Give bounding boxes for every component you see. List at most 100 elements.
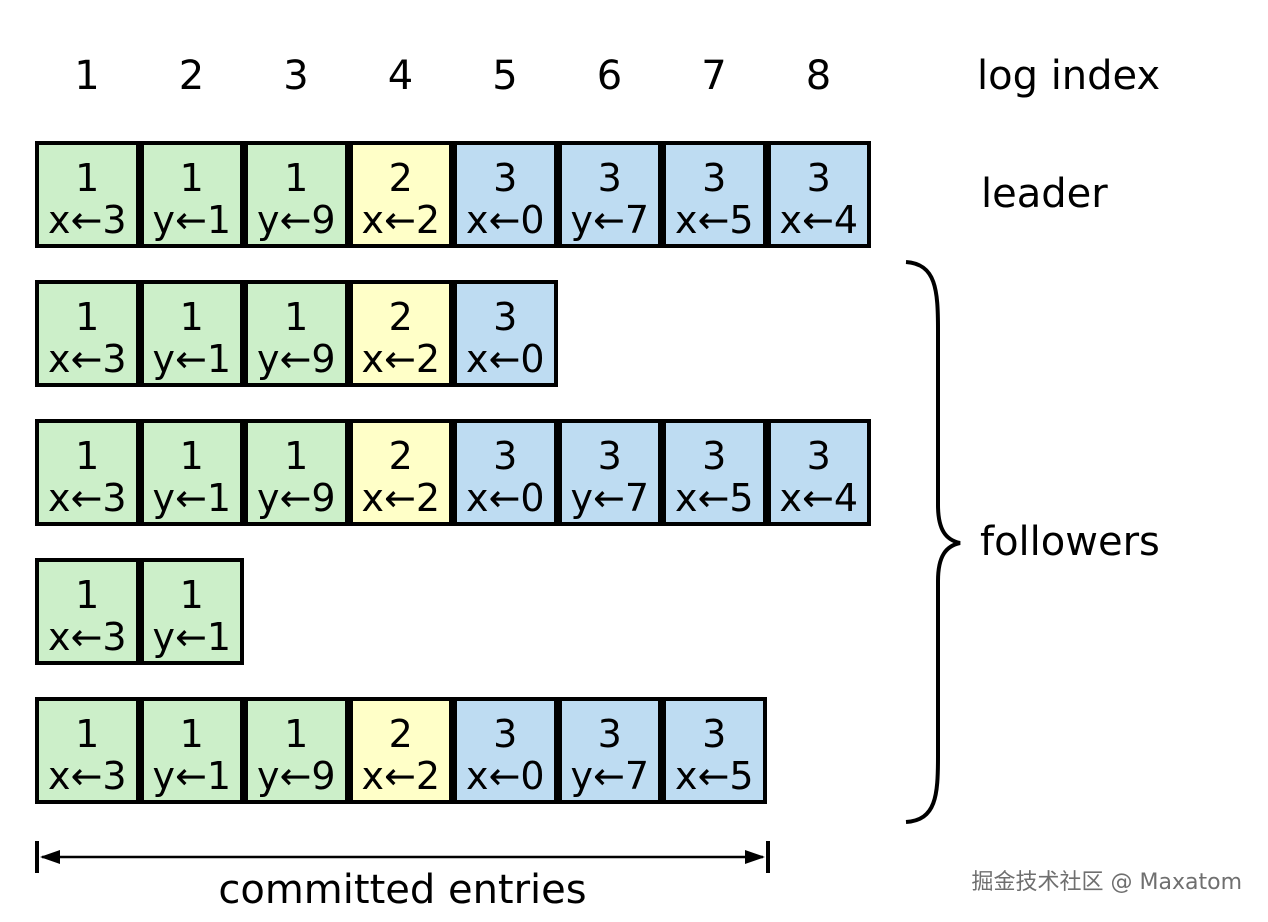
entry-command: x←2 bbox=[361, 754, 440, 798]
entry-term: 3 bbox=[493, 295, 518, 339]
entry-term: 3 bbox=[806, 156, 831, 200]
entry-command: x←0 bbox=[465, 198, 545, 242]
entry-command: x←2 bbox=[361, 337, 440, 381]
entry-command: y←9 bbox=[256, 337, 336, 381]
entry-command: x←0 bbox=[465, 754, 545, 798]
entry-command: x←2 bbox=[361, 198, 440, 242]
entry-command: x←3 bbox=[47, 615, 127, 659]
entry-term: 3 bbox=[702, 434, 727, 478]
entry-term: 3 bbox=[702, 156, 727, 200]
entry-command: x←5 bbox=[674, 476, 754, 520]
entry-command: y←1 bbox=[152, 615, 231, 659]
entry-command: x←5 bbox=[674, 754, 754, 798]
entry-term: 1 bbox=[284, 295, 309, 339]
entry-command: y←9 bbox=[256, 198, 336, 242]
entry-command: y←7 bbox=[570, 754, 649, 798]
entry-term: 1 bbox=[284, 156, 309, 200]
entry-term: 1 bbox=[75, 156, 100, 200]
entry-term: 3 bbox=[702, 712, 727, 756]
followers-label: followers bbox=[980, 519, 1160, 565]
entry-term: 3 bbox=[493, 712, 518, 756]
leader-label: leader bbox=[981, 171, 1108, 217]
entry-command: x←0 bbox=[465, 337, 545, 381]
log-index-5: 5 bbox=[492, 53, 518, 99]
entry-term: 3 bbox=[493, 434, 518, 478]
entry-term: 1 bbox=[284, 434, 309, 478]
committed-entries-label: committed entries bbox=[218, 867, 587, 913]
entry-command: x←2 bbox=[361, 476, 440, 520]
entry-term: 3 bbox=[597, 712, 622, 756]
entry-command: x←3 bbox=[47, 337, 127, 381]
entry-term: 1 bbox=[75, 295, 100, 339]
entry-command: x←4 bbox=[779, 198, 858, 242]
entry-term: 2 bbox=[388, 434, 413, 478]
entry-command: x←4 bbox=[779, 476, 858, 520]
entry-command: x←3 bbox=[47, 476, 127, 520]
entry-term: 1 bbox=[284, 712, 309, 756]
entry-term: 2 bbox=[388, 295, 413, 339]
entry-term: 1 bbox=[75, 573, 100, 617]
entry-command: y←1 bbox=[152, 476, 231, 520]
log-index-label: log index bbox=[977, 53, 1161, 99]
entry-term: 3 bbox=[493, 156, 518, 200]
entry-term: 1 bbox=[179, 156, 204, 200]
entry-command: y←1 bbox=[152, 198, 231, 242]
entry-term: 3 bbox=[597, 156, 622, 200]
entry-term: 3 bbox=[597, 434, 622, 478]
entry-command: y←9 bbox=[256, 476, 336, 520]
entry-term: 3 bbox=[806, 434, 831, 478]
entry-term: 1 bbox=[179, 434, 204, 478]
entry-command: y←7 bbox=[570, 198, 649, 242]
committed-entries-arrow bbox=[35, 841, 770, 873]
log-index-8: 8 bbox=[805, 53, 832, 99]
entry-term: 1 bbox=[179, 295, 204, 339]
entry-term: 1 bbox=[179, 712, 204, 756]
log-index-3: 3 bbox=[283, 53, 309, 99]
entry-command: x←5 bbox=[674, 198, 754, 242]
log-index-6: 6 bbox=[596, 53, 623, 99]
entry-command: x←0 bbox=[465, 476, 545, 520]
entry-term: 2 bbox=[388, 156, 413, 200]
watermark: 掘金技术社区 @ Maxatom bbox=[971, 870, 1242, 895]
entry-term: 1 bbox=[75, 434, 100, 478]
entry-term: 2 bbox=[388, 712, 413, 756]
entry-command: y←7 bbox=[570, 476, 649, 520]
entry-term: 1 bbox=[75, 712, 100, 756]
log-index-7: 7 bbox=[701, 53, 727, 99]
entry-command: x←3 bbox=[47, 754, 127, 798]
